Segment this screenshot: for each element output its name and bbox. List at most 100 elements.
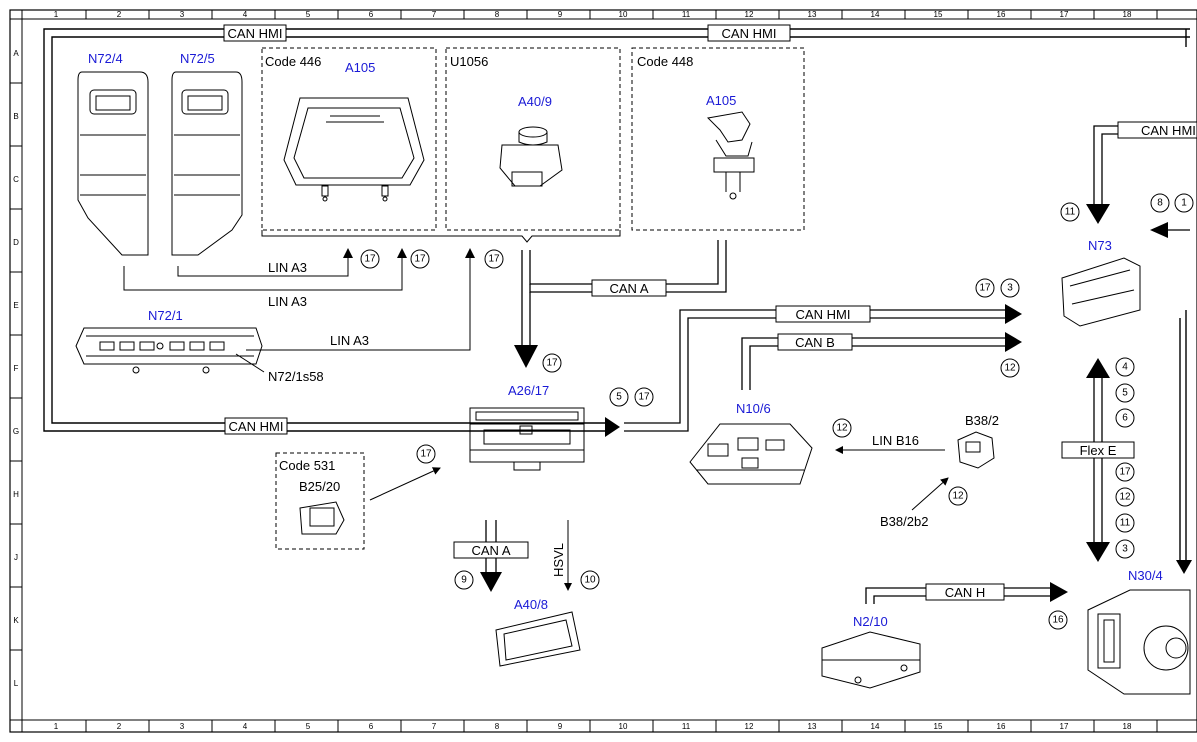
can-hmi-low-box — [224, 417, 288, 435]
marker-number: 16 — [1052, 615, 1064, 626]
arrow-can-h — [1050, 582, 1068, 602]
marker-circle — [1000, 358, 1020, 378]
marker-number: 12 — [1119, 492, 1131, 503]
can-hmi-mid-bus — [624, 309, 1005, 432]
marker-number: 3 — [1122, 544, 1128, 555]
b25-20-arrow — [369, 467, 441, 501]
marker-m4a: 4 — [1115, 357, 1135, 377]
column-number: 10 — [619, 722, 628, 731]
column-number: 1 — [54, 10, 59, 19]
lin-b16-label: LIN B16 — [872, 433, 919, 448]
marker-m8a: 8 — [1150, 193, 1170, 213]
arrow-n73-top — [1086, 204, 1110, 224]
b25-20-label: B25/20 — [299, 479, 340, 494]
arrow-b — [397, 248, 407, 258]
marker-m6a: 6 — [1115, 408, 1135, 428]
flex-e-box — [1061, 441, 1135, 459]
marker-circle — [1115, 357, 1135, 377]
row-letter: A — [13, 49, 19, 58]
column-number: 8 — [495, 10, 500, 19]
marker-circle — [484, 249, 504, 269]
marker-number: 17 — [414, 254, 426, 265]
arrow-flex-e-down — [1086, 542, 1110, 562]
can-hmi-right-label: CAN HMI — [1141, 123, 1196, 138]
flex-e-bus — [1093, 376, 1103, 546]
column-number: 15 — [934, 722, 943, 731]
marker-number: 1 — [1181, 198, 1187, 209]
column-number: 4 — [243, 10, 248, 19]
can-b-box — [777, 333, 853, 351]
marker-number: 11 — [1120, 518, 1131, 529]
column-number: 17 — [1060, 10, 1069, 19]
marker-circle — [975, 278, 995, 298]
arrow-to-n30-4 — [1176, 560, 1192, 574]
column-number: 12 — [745, 722, 754, 731]
can-b-bus — [741, 337, 1005, 390]
column-number: 8 — [495, 722, 500, 731]
marker-number: 12 — [952, 491, 964, 502]
column-number: 18 — [1123, 722, 1132, 731]
marker-m3b: 3 — [1115, 539, 1135, 559]
u1056-label: U1056 — [450, 54, 488, 69]
arrow-can-hmi-n73 — [1005, 304, 1022, 324]
n10-6-module — [689, 423, 813, 485]
row-letter: J — [14, 553, 18, 562]
marker-circle — [410, 249, 430, 269]
marker-circle — [1115, 462, 1135, 482]
can-hmi-mid-box — [775, 305, 871, 323]
marker-circle — [1000, 278, 1020, 298]
arrow-can-a-down — [514, 345, 538, 368]
arrow-n73-right — [1150, 222, 1168, 238]
marker-m12a: 12 — [1000, 358, 1020, 378]
column-number: 4 — [243, 722, 248, 731]
arrow-a — [343, 248, 353, 258]
column-number: 17 — [1060, 722, 1069, 731]
marker-m12c: 12 — [948, 486, 968, 506]
marker-number: 17 — [546, 358, 558, 369]
column-number: 7 — [432, 10, 437, 19]
n73-unit — [1061, 257, 1141, 327]
marker-circle — [416, 444, 436, 464]
marker-circle — [1174, 193, 1194, 213]
marker-m17f: 17 — [634, 387, 654, 407]
marker-circle — [1048, 610, 1068, 630]
marker-circle — [1115, 408, 1135, 428]
can-h-label: CAN H — [945, 585, 985, 600]
marker-number: 10 — [584, 575, 596, 586]
marker-number: 5 — [1122, 388, 1128, 399]
column-number: 11 — [682, 722, 691, 731]
a26-17-head-unit — [469, 407, 585, 471]
can-hmi-low-label: CAN HMI — [229, 419, 284, 434]
b38-2b2-pointer — [911, 477, 949, 511]
can-hmi-loop — [43, 28, 1190, 432]
marker-number: 17 — [1119, 467, 1131, 478]
can-b-label: CAN B — [795, 335, 835, 350]
column-number: 12 — [745, 10, 754, 19]
can-hmi-top-mid-box — [707, 24, 791, 42]
b38-2-label: B38/2 — [965, 413, 999, 428]
a40-9-controller — [499, 126, 563, 187]
arrow-can-a-a40-8 — [480, 572, 502, 592]
row-letter: C — [13, 175, 19, 184]
column-number: 3 — [180, 10, 185, 19]
marker-circle — [360, 249, 380, 269]
marker-number: 4 — [1122, 362, 1128, 373]
can-hmi-top-left-label: CAN HMI — [228, 26, 283, 41]
column-number: 2 — [117, 722, 122, 731]
code446-label: Code 446 — [265, 54, 321, 69]
can-h-box — [925, 583, 1005, 601]
right-edge-bus — [1179, 29, 1187, 560]
column-number: 10 — [619, 10, 628, 19]
can-hmi-top-left-box — [223, 24, 287, 42]
marker-number: 17 — [364, 254, 376, 265]
a40-9-label: A40/9 — [518, 94, 552, 109]
marker-circle — [454, 570, 474, 590]
marker-circle — [1115, 383, 1135, 403]
row-letter: H — [13, 490, 19, 499]
can-hmi-right-box — [1117, 121, 1197, 139]
marker-m5b: 5 — [1115, 383, 1135, 403]
b25-20-sensor — [299, 501, 345, 535]
marker-number: 11 — [1065, 207, 1076, 218]
n2-10-module — [821, 631, 921, 689]
